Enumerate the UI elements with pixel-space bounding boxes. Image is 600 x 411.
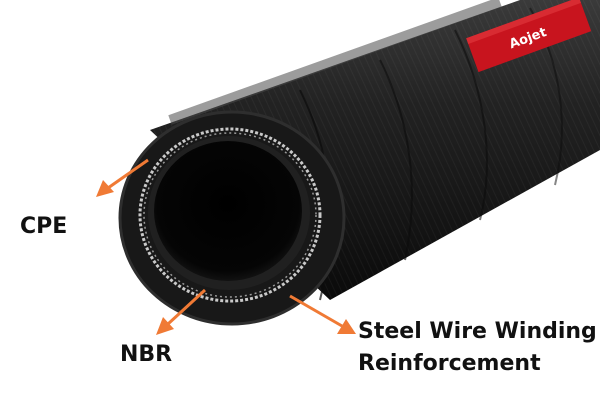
nbr-arrow [156,288,207,335]
cpe-label: CPE [20,214,68,239]
brand-label: Aojet [466,0,592,73]
brand-label-band [466,0,592,73]
steel-wire-label: Steel Wire Winding Reinforcement [358,316,597,380]
hose-bore [154,141,302,281]
steel-wire-label-line1: Steel Wire Winding [358,319,597,344]
steel-wire-arrow [289,294,356,334]
nbr-label: NBR [120,342,173,367]
steel-wire-layer [138,127,322,303]
steel-wire-label-line2: Reinforcement [358,351,541,376]
callout-arrows [96,158,356,335]
hose-end-face [118,110,346,326]
cpe-arrow [96,158,149,197]
